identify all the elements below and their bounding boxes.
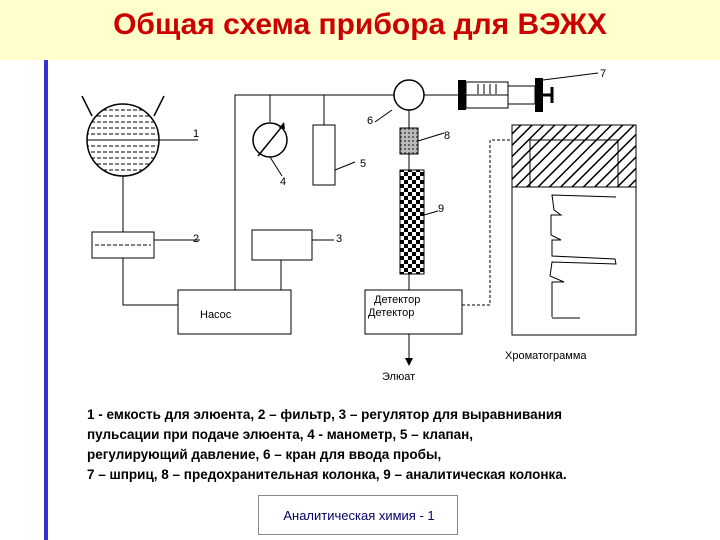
pump-box: [177, 289, 292, 335]
label-3: 3: [336, 233, 342, 245]
pump-label: Насос: [200, 309, 232, 321]
guard-column: [399, 127, 419, 155]
chromatogram-label: Хроматограмма: [505, 350, 587, 362]
label-6: 6: [367, 115, 373, 127]
detector-box: [364, 289, 463, 335]
chromatogram-recorder: [511, 124, 637, 336]
injection-valve: [393, 79, 425, 111]
eluent-vessel: [81, 95, 165, 177]
footer-text: Аналитическая химия - 1: [283, 508, 435, 523]
label-8: 8: [444, 130, 450, 142]
legend-line: 7 – шприц, 8 – предохранительная колонка…: [87, 467, 567, 482]
title-bar: [0, 0, 720, 60]
detector-label-2: Детектор: [368, 307, 414, 319]
label-2: 2: [193, 233, 199, 245]
detector-label-1: Детектор: [374, 294, 420, 306]
pressure-valve: [312, 95, 356, 186]
legend-line: пульсации при подаче элюента, 4 - маноме…: [87, 427, 474, 442]
legend-line: регулирующий давление, 6 – кран для ввод…: [87, 447, 442, 462]
eluate-arrow: [405, 358, 413, 366]
signal-line: [462, 139, 512, 306]
legend: 1 - емкость для элюента, 2 – фильтр, 3 –…: [87, 405, 687, 485]
syringe: [424, 72, 599, 112]
analytical-column: [399, 169, 425, 275]
label-4: 4: [280, 176, 286, 188]
accent-bar: [44, 60, 48, 540]
filter: [91, 231, 155, 259]
chromatogram-trace: [549, 194, 617, 317]
label-7: 7: [600, 68, 606, 80]
label-9: 9: [438, 203, 444, 215]
footer-box: Аналитическая химия - 1: [258, 495, 458, 535]
legend-line: 1 - емкость для элюента, 2 – фильтр, 3 –…: [87, 407, 563, 422]
eluate-label: Элюат: [382, 371, 415, 383]
label-5: 5: [360, 158, 366, 170]
manometer: [252, 95, 288, 177]
label-1: 1: [193, 128, 199, 140]
pulsation-regulator: [251, 229, 313, 261]
slide-title: Общая схема прибора для ВЭЖХ: [113, 8, 607, 41]
